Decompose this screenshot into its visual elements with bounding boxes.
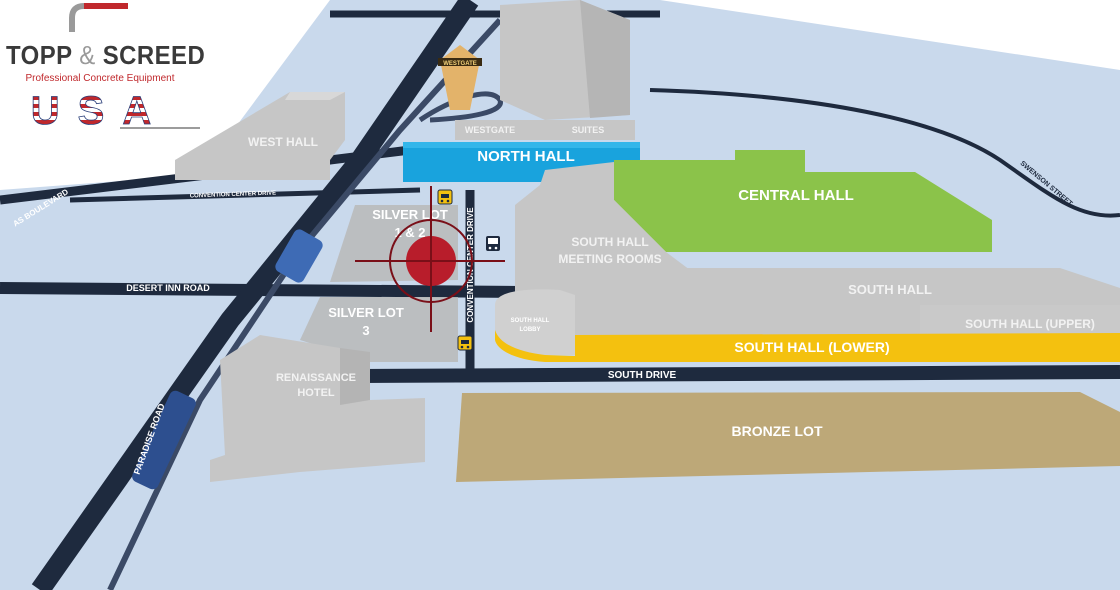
silver-lot-3-label-1: SILVER LOT xyxy=(328,305,404,320)
brand-name: TOPP & SCREED xyxy=(6,40,205,71)
bus-icon xyxy=(486,236,500,251)
target-crosshair[interactable] xyxy=(355,186,505,332)
west-hall-building xyxy=(175,92,345,180)
south-hall-lower-label: SOUTH HALL (LOWER) xyxy=(734,339,889,355)
meeting-rooms-label-1: SOUTH HALL xyxy=(571,235,648,249)
usa-flag-lettering: USA xyxy=(30,89,169,132)
brand-tagline: Professional Concrete Equipment xyxy=(25,73,175,84)
meeting-rooms-label-2: MEETING ROOMS xyxy=(558,252,661,266)
north-hall-label: NORTH HALL xyxy=(477,148,575,165)
south-drive-road xyxy=(359,365,1120,383)
silver-lot-3-area xyxy=(300,297,458,362)
taxi-icon xyxy=(457,335,473,351)
convention-center-drive-road xyxy=(69,187,421,203)
south-hall-lobby-stripe xyxy=(495,330,575,362)
westgate-sign-label: WESTGATE xyxy=(443,61,477,67)
bronze-lot-label: BRONZE LOT xyxy=(732,423,823,439)
south-hall-lower-stripe xyxy=(575,333,1120,362)
renaissance-hotel-building xyxy=(210,335,425,482)
brand-right: SCREED xyxy=(102,40,206,70)
westgate-tower-side xyxy=(580,0,630,118)
taxi-icon xyxy=(437,189,453,205)
lobby-label-2: LOBBY xyxy=(520,327,541,333)
west-hall-roof xyxy=(285,92,345,100)
brand-left: TOPP xyxy=(6,40,73,70)
west-hall-label: WEST HALL xyxy=(248,135,318,149)
renaissance-hotel-side xyxy=(340,348,370,405)
central-hall-building xyxy=(614,150,992,252)
lobby-label-1: SOUTH HALL xyxy=(511,318,550,324)
south-hall-upper-building xyxy=(920,305,1120,338)
monorail-train-lower xyxy=(132,390,196,490)
south-drive-label: SOUTH DRIVE xyxy=(608,370,677,381)
westgate-label: WESTGATE xyxy=(465,125,515,135)
south-hall-lobby-building xyxy=(495,289,575,355)
north-hall-building xyxy=(403,142,640,182)
brand-amp: & xyxy=(79,40,96,70)
svg-text:USA: USA xyxy=(31,89,169,132)
convention-center-drive-ns-label: CONVENTION CENTER DRIVE xyxy=(466,207,475,323)
silver-lot-12-label-2: 1 & 2 xyxy=(394,225,425,240)
renaissance-label-1: RENAISSANCE xyxy=(276,372,356,384)
desert-inn-road-label: DESERT INN ROAD xyxy=(126,283,210,293)
renaissance-label-2: HOTEL xyxy=(297,387,335,399)
convention-center-drive-label: CONVENTION CENTER DRIVE xyxy=(190,190,277,199)
south-hall-building xyxy=(545,268,1120,312)
suites-label: SUITES xyxy=(572,125,605,135)
south-hall-label: SOUTH HALL xyxy=(848,282,932,297)
westgate-podium xyxy=(455,120,635,140)
topp-screed-logo: USA TOPP & SCREED Professional Concrete … xyxy=(0,0,205,132)
central-hall-label: CENTRAL HALL xyxy=(738,187,854,204)
logo-mark-icon: USA xyxy=(30,3,200,132)
south-hall-upper-label: SOUTH HALL (UPPER) xyxy=(965,317,1095,331)
monorail-train-upper xyxy=(275,229,323,283)
swenson-street-road xyxy=(649,88,1120,218)
silver-lot-12-label-1: SILVER LOT xyxy=(372,207,448,222)
silver-lot-3-label-2: 3 xyxy=(362,323,369,338)
map-ground-lower-left xyxy=(0,275,160,590)
south-hall-lower-top xyxy=(575,305,920,335)
westgate-sign-plate xyxy=(438,58,482,66)
north-hall-top xyxy=(403,142,640,148)
bronze-lot-area xyxy=(456,392,1120,482)
